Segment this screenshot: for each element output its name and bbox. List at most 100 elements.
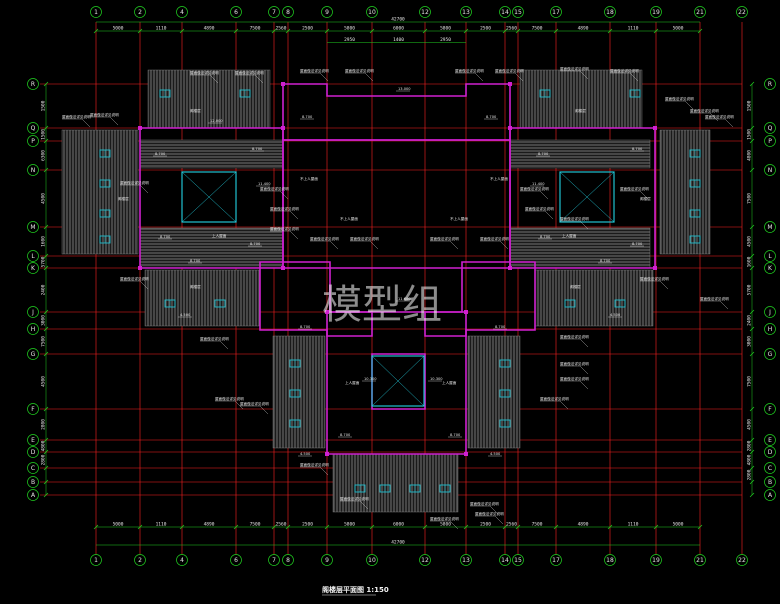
roof-hatch-zone bbox=[509, 139, 651, 169]
note-leader bbox=[329, 240, 339, 250]
note-leader bbox=[449, 240, 459, 250]
right-axis-bubble-label: C bbox=[768, 465, 772, 472]
top-axis-bubble bbox=[512, 6, 524, 18]
bottom-axis-bubble-label: 4 bbox=[180, 557, 184, 564]
note-label: 屋面做法详见说明 bbox=[345, 68, 374, 73]
elevation-label: 8.700 bbox=[486, 115, 497, 119]
bottom-axis-bubble-label: 17 bbox=[552, 557, 560, 564]
note-label: 屋面做法详见说明 bbox=[495, 68, 524, 73]
note-label: 屋面做法详见说明 bbox=[430, 236, 459, 241]
roof-hatch-zone bbox=[61, 129, 139, 255]
note-label: 屋面做法详见说明 bbox=[640, 276, 669, 281]
elevation-label: 11.400 bbox=[258, 182, 271, 186]
right-axis-bubble-label: N bbox=[768, 167, 773, 174]
note-label: 屋面做法详见说明 bbox=[62, 114, 91, 119]
left-dim-label: 4800 bbox=[41, 440, 47, 451]
right-dim-tick bbox=[749, 81, 755, 87]
top-sub-dim: 2950 bbox=[440, 37, 451, 43]
bottom-overall-label: 42700 bbox=[391, 540, 405, 546]
elevation-label: 8.700 bbox=[160, 235, 171, 239]
note-leader bbox=[629, 72, 639, 82]
top-dim-label: 1110 bbox=[628, 26, 639, 32]
roof-hatch-zone bbox=[519, 69, 643, 129]
wall-node bbox=[508, 266, 512, 270]
stair-shaft bbox=[181, 171, 237, 223]
top-axis-bubble bbox=[134, 6, 146, 18]
room-label: 上人屋面 bbox=[212, 233, 227, 238]
top-dim-tick bbox=[515, 28, 521, 34]
top-axis-bubble-label: 21 bbox=[696, 9, 704, 16]
left-dim-tick bbox=[43, 479, 49, 485]
bottom-axis-bubble-label: 7 bbox=[272, 557, 276, 564]
right-dim-label: 1600 bbox=[747, 256, 753, 267]
wall-node bbox=[281, 126, 285, 130]
top-dim-label: 2500 bbox=[302, 26, 313, 32]
bottom-dim-label: 5800 bbox=[440, 522, 451, 528]
top-dim-label: 6000 bbox=[393, 26, 404, 32]
stair-shaft bbox=[559, 171, 615, 223]
right-axis-bubble-label: J bbox=[768, 309, 771, 316]
bottom-dim-label: 7500 bbox=[532, 522, 543, 528]
roof-hatch-zone bbox=[467, 335, 521, 449]
top-dim-label: 5800 bbox=[440, 26, 451, 32]
left-axis-bubble bbox=[27, 446, 39, 458]
watermark: 模型组 bbox=[322, 282, 442, 328]
bottom-dim-label: 4890 bbox=[204, 522, 215, 528]
room-label: 不上人屋面 bbox=[340, 216, 358, 221]
left-axis-bubble-label: P bbox=[31, 138, 35, 145]
right-dim-tick bbox=[749, 138, 755, 144]
wall-node bbox=[508, 126, 512, 130]
note-leader bbox=[639, 190, 649, 200]
right-axis-bubble bbox=[764, 262, 776, 274]
left-axis-bubble-label: H bbox=[31, 326, 36, 333]
right-axis-bubble bbox=[764, 135, 776, 147]
bottom-dim-tick bbox=[553, 524, 559, 530]
left-axis-bubble-label: C bbox=[31, 465, 35, 472]
top-dim-tick bbox=[324, 28, 330, 34]
left-dim-tick bbox=[43, 351, 49, 357]
right-axis-bubble bbox=[764, 434, 776, 446]
right-dim-tick bbox=[749, 437, 755, 443]
top-axis-bubble-label: 2 bbox=[138, 9, 142, 16]
note-label: 屋面做法详见说明 bbox=[700, 296, 729, 301]
left-axis-bubble bbox=[27, 164, 39, 176]
left-dim-tick bbox=[43, 465, 49, 471]
left-axis-bubble-label: D bbox=[31, 449, 36, 456]
right-dim-label: 4500 bbox=[747, 419, 753, 430]
top-axis-bubble bbox=[230, 6, 242, 18]
top-axis-bubble-label: 17 bbox=[552, 9, 560, 16]
roof-hatch-zone bbox=[534, 269, 654, 327]
top-axis-bubble-label: 1 bbox=[94, 9, 98, 16]
elevation-label: 8.700 bbox=[600, 259, 611, 263]
left-dim-tick bbox=[43, 253, 49, 259]
elevation-label: 4.500 bbox=[610, 313, 621, 317]
top-axis-bubble-label: 9 bbox=[325, 9, 329, 16]
right-dim-label: 7500 bbox=[747, 376, 753, 387]
note-label: 屋面做法详见说明 bbox=[525, 206, 554, 211]
bottom-axis-bubble-label: 18 bbox=[606, 557, 614, 564]
shaft-diagonal bbox=[559, 171, 615, 223]
right-dim-label: 1500 bbox=[747, 100, 753, 111]
top-axis-bubble-label: 12 bbox=[421, 9, 429, 16]
left-dim-label: 5700 bbox=[41, 256, 47, 267]
left-axis-bubble-label: M bbox=[30, 224, 35, 231]
wall-node bbox=[464, 310, 468, 314]
note-leader bbox=[579, 220, 589, 230]
bottom-axis-bubble bbox=[230, 554, 242, 566]
bottom-axis-bubble-label: 2 bbox=[138, 557, 142, 564]
note-label: 屋面做法详见说明 bbox=[610, 68, 639, 73]
left-axis-bubble bbox=[27, 434, 39, 446]
right-dim-tick bbox=[749, 479, 755, 485]
bottom-axis-bubble bbox=[604, 554, 616, 566]
right-axis-bubble-label: F bbox=[768, 406, 772, 413]
elevation-label: 8.700 bbox=[190, 259, 201, 263]
elevation-label: 8.700 bbox=[538, 152, 549, 156]
bottom-dim-tick bbox=[233, 524, 239, 530]
room-label: 上人屋面 bbox=[442, 380, 457, 385]
bottom-axis-bubble bbox=[282, 554, 294, 566]
note-label: 屋面做法详见说明 bbox=[300, 68, 329, 73]
right-axis-bubble bbox=[764, 122, 776, 134]
bottom-dim-tick bbox=[93, 524, 99, 530]
top-axis-bubble-label: 8 bbox=[286, 9, 290, 16]
